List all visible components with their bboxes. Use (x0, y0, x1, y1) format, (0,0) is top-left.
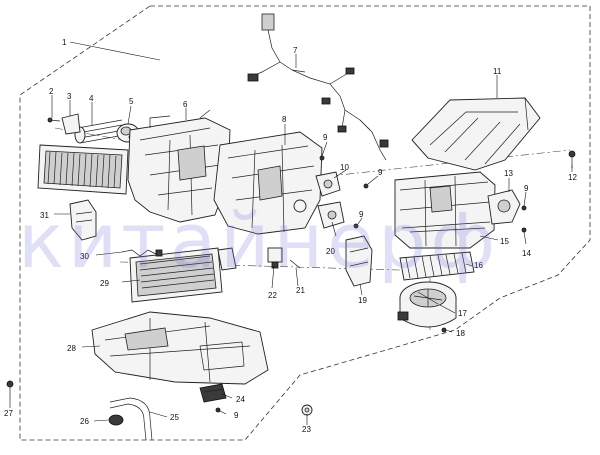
leader-lines (9, 41, 573, 425)
callout-28: 28 (67, 344, 76, 353)
alignment-line-lower (119, 261, 401, 271)
callout-27: 27 (4, 409, 13, 418)
part-screw-18 (441, 327, 447, 333)
assembly-boundary (19, 5, 591, 441)
callout-20: 20 (326, 247, 335, 256)
callout-9b: 9 (378, 168, 383, 177)
callout-19: 19 (358, 296, 367, 305)
callout-7: 7 (293, 46, 298, 55)
callout-24: 24 (236, 395, 245, 404)
part-screw-14 (521, 227, 527, 233)
callout-16: 16 (474, 261, 483, 270)
callout-17: 17 (458, 309, 467, 318)
part-screw-9b (363, 183, 369, 189)
part-screw-21 (289, 259, 301, 269)
part-left-housing (127, 109, 231, 223)
callout-12: 12 (568, 173, 577, 182)
part-drain-hose (109, 397, 153, 441)
callout-9e: 9 (234, 411, 239, 420)
callout-11: 11 (493, 67, 502, 76)
part-actuator-20 (317, 201, 345, 229)
callout-26: 26 (80, 417, 89, 426)
part-screw-9a (319, 155, 325, 161)
part-wiring-harness (247, 13, 389, 161)
part-bracket-19 (345, 235, 373, 287)
part-grommet (108, 414, 124, 426)
callout-1: 1 (62, 38, 67, 47)
part-middle-housing (213, 131, 323, 235)
callout-31: 31 (40, 211, 49, 220)
callout-30: 30 (80, 252, 89, 261)
part-pipe-set (74, 119, 125, 144)
callout-22: 22 (268, 291, 277, 300)
part-screw-27 (6, 380, 14, 400)
part-screw-9d (521, 205, 527, 211)
callout-14: 14 (522, 249, 531, 258)
callout-3: 3 (67, 92, 72, 101)
callout-25: 25 (170, 413, 179, 422)
callout-18: 18 (456, 329, 465, 338)
part-resistor (199, 383, 227, 403)
callout-9a: 9 (323, 133, 328, 142)
part-screw-2-head (47, 117, 53, 123)
part-sensor (121, 249, 163, 257)
part-blower-motor (397, 281, 457, 328)
callout-4: 4 (89, 94, 94, 103)
callout-13: 13 (504, 169, 513, 178)
callout-23: 23 (302, 425, 311, 434)
callout-29: 29 (100, 279, 109, 288)
part-screw-9c (353, 223, 359, 229)
part-lower-case (91, 311, 269, 385)
callout-2: 2 (49, 87, 54, 96)
part-clip-22 (267, 247, 283, 269)
part-bracket (61, 113, 81, 135)
part-actuator-13 (487, 189, 521, 225)
part-right-housing (394, 171, 496, 249)
callout-10: 10 (340, 163, 349, 172)
part-evaporator (129, 247, 237, 303)
callout-8: 8 (282, 115, 287, 124)
callout-9c: 9 (359, 210, 364, 219)
callout-9d: 9 (524, 184, 529, 193)
callout-5: 5 (129, 97, 134, 106)
callout-6: 6 (183, 100, 188, 109)
part-filter (399, 251, 475, 281)
part-flap (69, 199, 97, 241)
callout-21: 21 (296, 286, 305, 295)
part-heater-core (37, 144, 129, 195)
part-duct (411, 97, 541, 171)
callout-15: 15 (500, 237, 509, 246)
